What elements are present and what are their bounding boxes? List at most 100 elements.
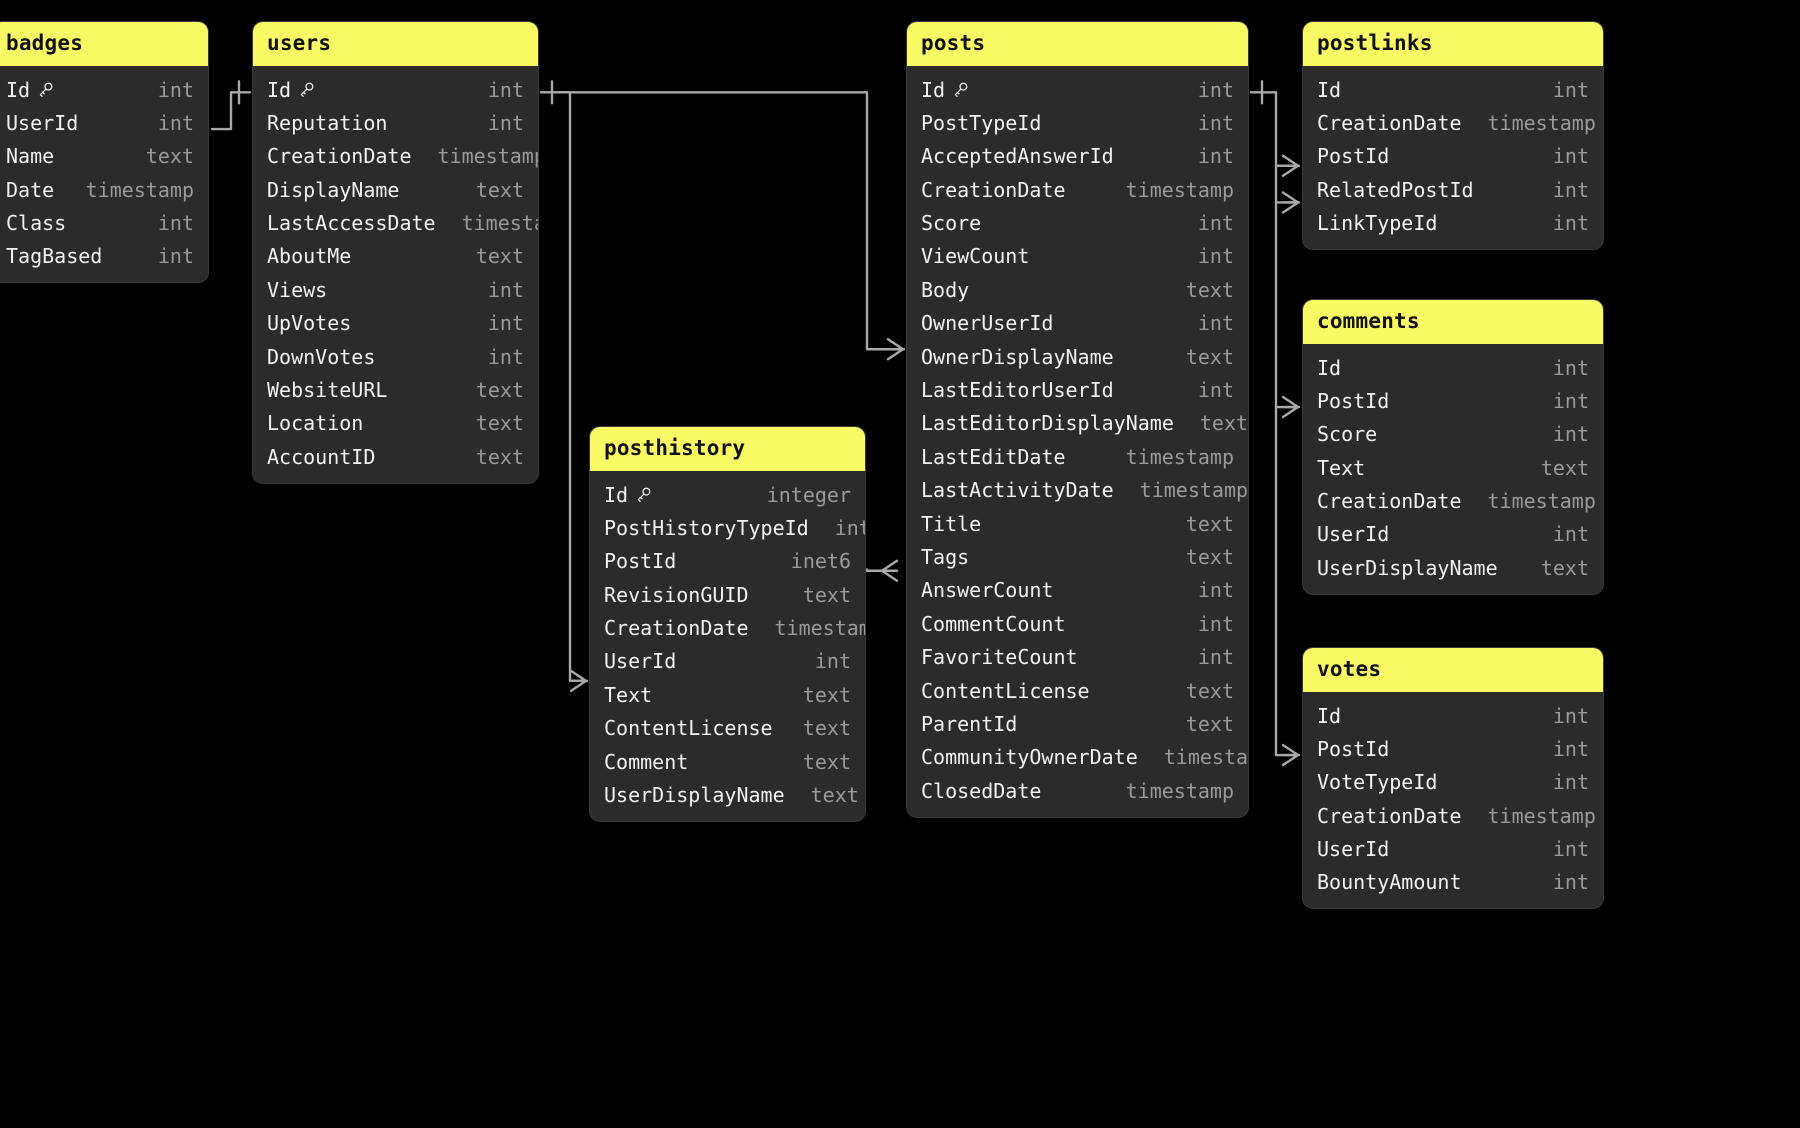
table-header-comments[interactable]: comments — [1303, 300, 1603, 344]
field-type: int — [1197, 311, 1234, 336]
table-header-posthistory[interactable]: posthistory — [590, 427, 865, 471]
field-type: text — [802, 582, 851, 607]
field-name-text: CreationDate — [1317, 803, 1462, 828]
field-name-text: DownVotes — [267, 344, 376, 369]
field-name: PostId — [1317, 389, 1389, 412]
field-type: int — [487, 344, 524, 369]
field-name-text: PostTypeId — [921, 110, 1042, 135]
field-row[interactable]: DownVotes int — [253, 340, 538, 373]
field-name-text: Reputation — [267, 110, 388, 135]
table-header-votes[interactable]: votes — [1303, 648, 1603, 692]
field-type: text — [1185, 511, 1234, 536]
field-type: text — [1185, 344, 1234, 369]
field-name: UserDisplayName — [604, 784, 785, 807]
table-header-badges[interactable]: badges — [0, 22, 208, 66]
table-header-posts[interactable]: posts — [907, 22, 1248, 66]
link-users-posthistory — [539, 91, 589, 683]
table-header-postlinks[interactable]: postlinks — [1303, 22, 1603, 66]
table-header-users[interactable]: users — [253, 22, 538, 66]
field-row[interactable]: CommunityOwnerDatetimestamp — [907, 741, 1248, 774]
field-name: Name — [6, 145, 54, 168]
field-row[interactable]: LastAccessDatetimestamp — [253, 207, 538, 240]
field-name-text: UserId — [1317, 522, 1390, 547]
field-name-text: DisplayName — [267, 177, 400, 202]
field-name-text: CreationDate — [267, 144, 412, 169]
